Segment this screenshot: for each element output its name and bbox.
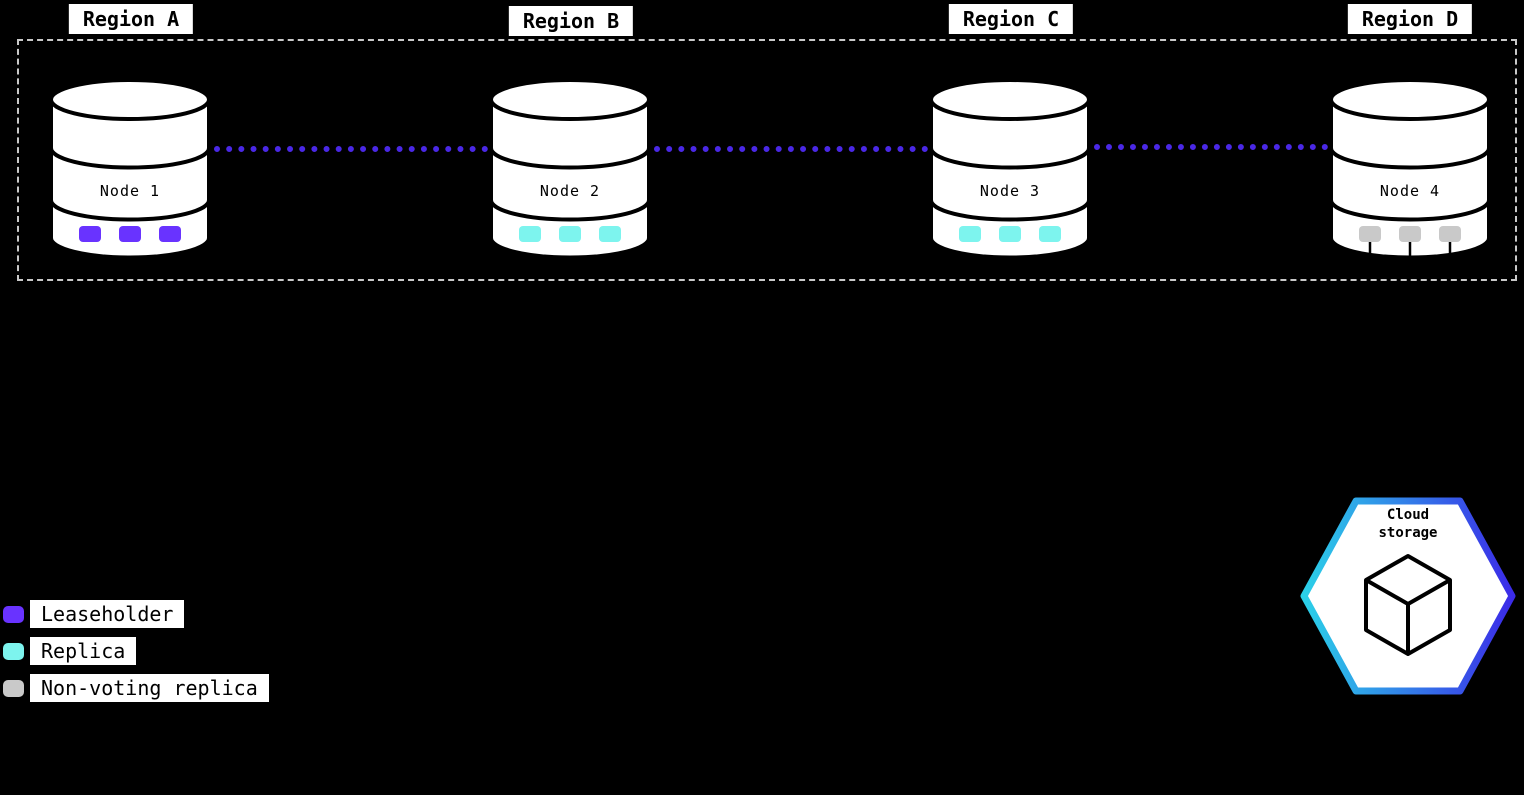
- database-cylinder-icon: [489, 78, 651, 260]
- cube-icon: [1364, 554, 1452, 656]
- leaseholder-chips: [79, 226, 181, 242]
- hexagon-shape: [1300, 497, 1516, 695]
- node-label: Node 3: [980, 182, 1040, 200]
- region-label-b: Region B: [508, 6, 634, 36]
- legend-label: Leaseholder: [30, 600, 185, 628]
- replication-link-2-3: [654, 146, 928, 152]
- region-label-a: Region A: [68, 4, 194, 34]
- node-label: Node 1: [100, 182, 160, 200]
- cloud-storage-hexagon: [1300, 497, 1516, 695]
- database-cylinder-icon: [49, 78, 211, 260]
- region-label-c: Region C: [948, 4, 1074, 34]
- database-cylinder-icon: [929, 78, 1091, 260]
- legend-item-replica: Replica: [3, 637, 269, 665]
- legend-label: Replica: [30, 637, 137, 665]
- legend-item-non-voting-replica: Non-voting replica: [3, 674, 269, 702]
- non-voting-replica-chips: [1359, 226, 1461, 242]
- replica-chips: [959, 226, 1061, 242]
- node-4: Node 4: [1329, 78, 1491, 279]
- cloud-storage-label: Cloud storage: [1378, 507, 1438, 542]
- replica-swatch-icon: [3, 642, 24, 660]
- node-label: Node 2: [540, 182, 600, 200]
- node-label: Node 4: [1380, 182, 1440, 200]
- legend-item-leaseholder: Leaseholder: [3, 600, 269, 628]
- replication-link-1-2: [214, 146, 488, 152]
- cluster-boundary: [17, 39, 1517, 281]
- node-1: Node 1: [49, 78, 211, 260]
- region-label-d: Region D: [1347, 4, 1473, 34]
- non-voting-replica-swatch-icon: [3, 679, 24, 697]
- leaseholder-swatch-icon: [3, 605, 24, 623]
- replication-link-3-4: [1094, 144, 1328, 150]
- legend-label: Non-voting replica: [30, 674, 269, 702]
- replica-chips: [519, 226, 621, 242]
- legend: Leaseholder Replica Non-voting replica: [3, 600, 269, 711]
- node-3: Node 3: [929, 78, 1091, 260]
- database-cylinder-icon: [1329, 78, 1491, 279]
- node-2: Node 2: [489, 78, 651, 260]
